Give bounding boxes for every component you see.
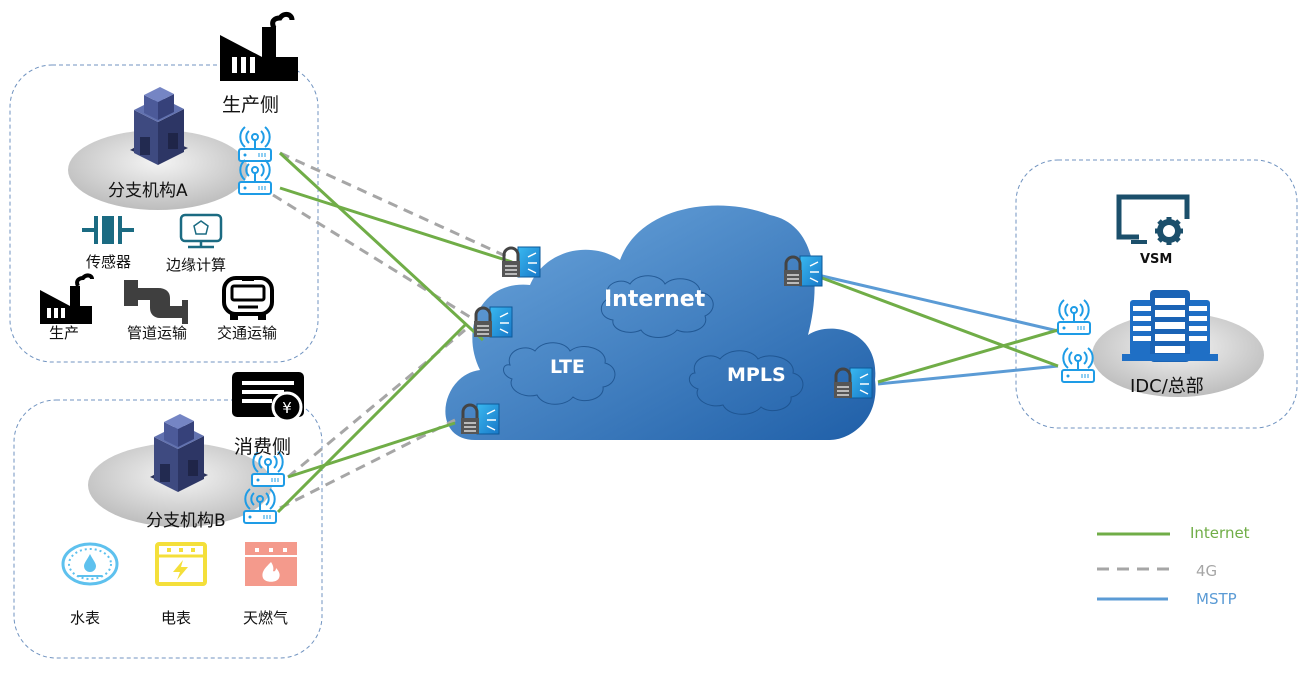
building-icon xyxy=(130,87,188,165)
mpls-subcloud xyxy=(688,350,804,415)
router-icon xyxy=(238,126,272,162)
branch-a-item-label: 交通运输 xyxy=(217,324,278,342)
mpls-network-label: MPLS xyxy=(727,364,786,386)
branch-b-item-label: 水表 xyxy=(70,609,101,627)
branch-a-item-label: 管道运输 xyxy=(127,324,188,342)
water-meter-icon xyxy=(61,542,119,586)
vsm-label: VSM xyxy=(1140,252,1173,267)
server-rack-icon xyxy=(1122,290,1218,362)
branch-a-title: 分支机构A xyxy=(108,181,188,201)
legend-label-mstp: MSTP xyxy=(1196,590,1237,608)
link-mstp xyxy=(821,274,1059,333)
hq-boundary xyxy=(1015,159,1298,429)
branch-a-platform xyxy=(68,130,248,210)
bill-icon: ¥ xyxy=(232,372,304,423)
branch-b-item-label: 电表 xyxy=(161,609,192,627)
link-internet xyxy=(877,328,1059,384)
link-mstp xyxy=(877,364,1059,386)
svg-text:¥: ¥ xyxy=(282,399,292,417)
pipeline-icon xyxy=(124,280,188,324)
production-side-label: 生产侧 xyxy=(222,94,280,116)
factory-icon xyxy=(40,273,94,324)
branch-b-boundary xyxy=(13,399,323,659)
connections xyxy=(272,151,1059,514)
consumption-side-label: 消费侧 xyxy=(234,436,292,458)
branch-a-item-label: 边缘计算 xyxy=(166,256,227,274)
internet-subcloud xyxy=(600,275,714,338)
legend-label-4g: 4G xyxy=(1196,562,1218,580)
link-4g xyxy=(279,151,511,260)
lte-network-label: LTE xyxy=(550,356,585,378)
building-icon xyxy=(150,414,208,492)
hq-title: IDC/总部 xyxy=(1130,376,1204,397)
link-internet xyxy=(278,151,485,342)
link-4g xyxy=(279,418,456,510)
link-internet xyxy=(276,322,468,514)
sensor-icon xyxy=(82,216,134,244)
router-icon xyxy=(1057,299,1091,335)
link-internet xyxy=(287,421,456,479)
wan-cloud xyxy=(445,205,876,440)
bus-icon xyxy=(222,276,274,320)
firewall-icon xyxy=(500,245,542,279)
link-4g xyxy=(272,193,479,324)
router-icon xyxy=(1061,347,1095,383)
gas-meter-icon xyxy=(245,542,297,586)
branch-a-boundary xyxy=(9,64,319,363)
legend-label-internet: Internet xyxy=(1190,524,1250,542)
edge-computing-icon xyxy=(179,213,223,249)
branch-a-item-label: 传感器 xyxy=(86,253,132,271)
link-internet xyxy=(821,276,1059,368)
link-internet xyxy=(279,186,513,264)
lte-subcloud xyxy=(503,342,616,405)
internet-network-label: Internet xyxy=(604,287,706,312)
branch-b-title: 分支机构B xyxy=(146,511,226,531)
branch-a-item-label: 生产 xyxy=(49,324,80,342)
factory-icon xyxy=(220,11,298,81)
branch-b-item-label: 天燃气 xyxy=(243,609,289,627)
electric-meter-icon xyxy=(155,542,207,586)
vsm-console-icon xyxy=(1116,194,1190,245)
